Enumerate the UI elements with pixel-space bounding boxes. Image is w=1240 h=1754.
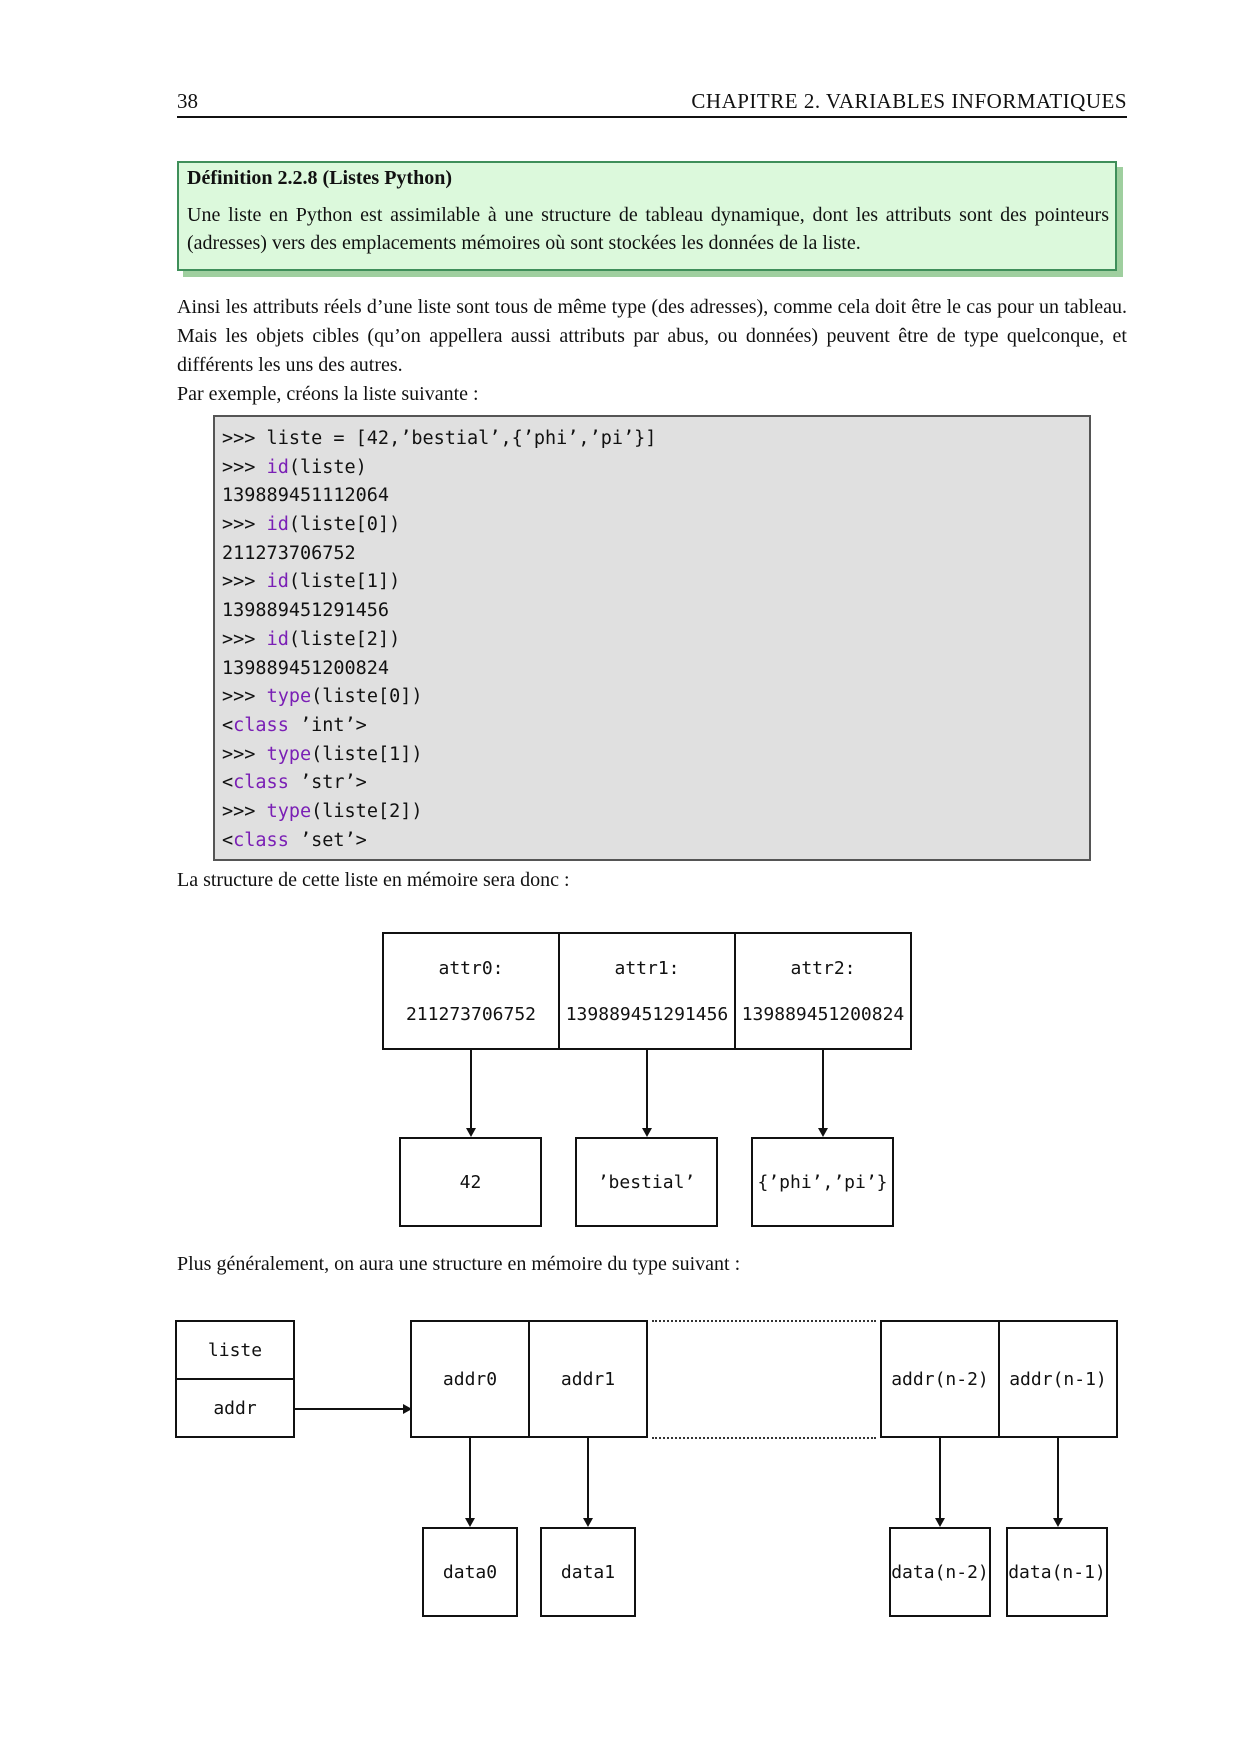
arrow-head: [583, 1518, 593, 1527]
paragraph-structure: La structure de cette liste en mémoire s…: [177, 869, 570, 891]
variable-addr-box: addr: [175, 1378, 295, 1438]
pointer-line: [1057, 1437, 1059, 1519]
paragraph-example: Par exemple, créons la liste suivante :: [177, 383, 479, 405]
addr-cell: addr(n-1): [998, 1320, 1118, 1438]
attr-value: 211273706752: [405, 1004, 537, 1025]
code-line: >>> id(liste[1]): [222, 571, 401, 593]
data-box: data0: [422, 1527, 518, 1617]
attr-label: attr2:: [790, 958, 856, 979]
dotted-continuation: [652, 1437, 876, 1439]
data-box: data1: [540, 1527, 636, 1617]
pointer-line: [822, 1049, 824, 1129]
addr-cell: addr0: [410, 1320, 530, 1438]
code-line: 139889451291456: [222, 600, 390, 622]
code-line: >>> liste = [42,’bestial’,{’phi’,’pi’}]: [222, 428, 657, 449]
chapter-title: CHAPITRE 2. VARIABLES INFORMATIQUES: [691, 89, 1127, 113]
attr-label: attr1:: [614, 958, 680, 979]
data-box: data(n-1): [1006, 1527, 1108, 1617]
definition-box: Définition 2.2.8 (Listes Python) Une lis…: [177, 161, 1117, 271]
code-line: 139889451112064: [222, 485, 390, 507]
attr-label: attr0:: [438, 958, 504, 979]
attr-cell-1: attr1: 139889451291456: [558, 932, 736, 1050]
arrow-head: [935, 1518, 945, 1527]
code-line: >>> id(liste[2]): [222, 628, 401, 650]
arrow-head: [818, 1128, 828, 1137]
code-line: <class ’str’>: [222, 772, 367, 794]
code-block: >>> liste = [42,’bestial’,{’phi’,’pi’}] …: [213, 415, 1091, 861]
attr-cell-0: attr0: 211273706752: [382, 932, 560, 1050]
dotted-continuation: [652, 1320, 876, 1322]
arrow-head: [466, 1128, 476, 1137]
attr-cell-2: attr2: 139889451200824: [734, 932, 912, 1050]
paragraph-general: Plus généralement, on aura une structure…: [177, 1253, 741, 1275]
code-line: <class ’int’>: [222, 714, 367, 736]
page-number: 38: [177, 89, 198, 113]
pointer-line: [587, 1437, 589, 1519]
attr-value: 139889451291456: [565, 1004, 729, 1025]
code-line: >>> id(liste): [222, 456, 367, 478]
code-line: <class ’set’>: [222, 829, 367, 851]
attr-value: 139889451200824: [741, 1004, 905, 1025]
variable-name-box: liste: [175, 1320, 295, 1380]
pointer-line: [469, 1437, 471, 1519]
definition-title: Définition 2.2.8 (Listes Python): [187, 167, 452, 189]
data-box: data(n-2): [889, 1527, 991, 1617]
code-line: >>> id(liste[0]): [222, 514, 401, 536]
target-box-set: {’phi’,’pi’}: [751, 1137, 894, 1227]
arrow-head: [1053, 1518, 1063, 1527]
target-box-int: 42: [399, 1137, 542, 1227]
arrow-head: [403, 1404, 412, 1414]
definition-body: Une liste en Python est assimilable à un…: [187, 204, 1109, 254]
code-line: >>> type(liste[1]): [222, 743, 423, 765]
code-line: 139889451200824: [222, 657, 390, 679]
paragraph-intro: Ainsi les attributs réels d’une liste so…: [177, 296, 1127, 376]
code-line: 211273706752: [222, 542, 356, 564]
page-header: 38 CHAPITRE 2. VARIABLES INFORMATIQUES: [177, 86, 1127, 118]
target-box-str: ’bestial’: [575, 1137, 718, 1227]
arrow-head: [642, 1128, 652, 1137]
addr-cell: addr(n-2): [880, 1320, 1000, 1438]
pointer-line: [939, 1437, 941, 1519]
pointer-line: [646, 1049, 648, 1129]
pointer-line: [294, 1408, 404, 1410]
code-line: >>> type(liste[0]): [222, 686, 423, 708]
pointer-line: [470, 1049, 472, 1129]
addr-cell: addr1: [528, 1320, 648, 1438]
arrow-head: [465, 1518, 475, 1527]
code-line: >>> type(liste[2]): [222, 800, 423, 822]
